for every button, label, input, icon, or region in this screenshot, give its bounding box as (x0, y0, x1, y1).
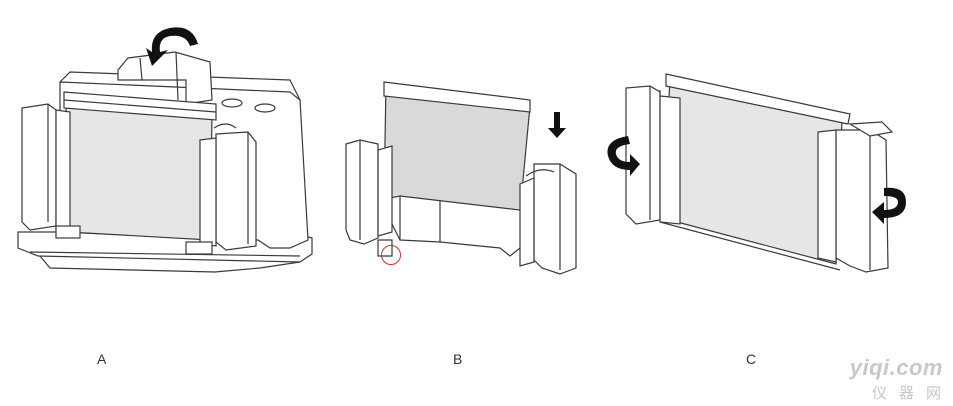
watermark-chinese: 仪器网 (871, 385, 953, 402)
panel-a-illustration (0, 0, 320, 330)
caption-c: C (746, 351, 757, 367)
caption-b: B (453, 351, 463, 367)
panel-c-illustration (600, 0, 953, 330)
panel-b-illustration (320, 0, 610, 330)
watermark-domain: yiqi.com (849, 355, 943, 380)
caption-a: A (97, 351, 107, 367)
callout-circle (381, 245, 401, 265)
